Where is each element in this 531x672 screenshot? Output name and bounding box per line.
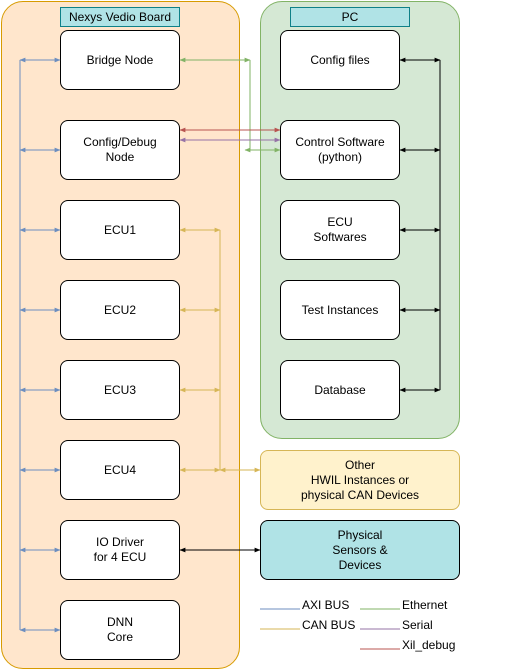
ecu-softwares-node[interactable]: ECU Softwares <box>280 200 400 260</box>
database-node[interactable]: Database <box>280 360 400 420</box>
physical-sensors-box[interactable]: Physical Sensors & Devices <box>260 520 460 580</box>
ecu4-node[interactable]: ECU4 <box>60 440 180 500</box>
pc-title: PC <box>290 7 410 27</box>
config-debug-node[interactable]: Config/Debug Node <box>60 120 180 180</box>
io-driver-node[interactable]: IO Driver for 4 ECU <box>60 520 180 580</box>
legend-xil-debug-label: Xil_debug <box>402 638 456 652</box>
dnn-core-node[interactable]: DNN Core <box>60 600 180 660</box>
board-title: Nexys Vedio Board <box>60 7 180 27</box>
ecu3-node[interactable]: ECU3 <box>60 360 180 420</box>
ecu1-node[interactable]: ECU1 <box>60 200 180 260</box>
test-instances-node[interactable]: Test Instances <box>280 280 400 340</box>
bridge-node[interactable]: Bridge Node <box>60 30 180 90</box>
legend-serial-label: Serial <box>402 618 433 632</box>
ecu2-node[interactable]: ECU2 <box>60 280 180 340</box>
legend-ethernet-label: Ethernet <box>402 598 448 612</box>
other-hwil-instances-box[interactable]: Other HWIL Instances or physical CAN Dev… <box>260 450 460 510</box>
legend-can-label: CAN BUS <box>302 618 356 632</box>
config-files-node[interactable]: Config files <box>280 30 400 90</box>
legend-axi-label: AXI BUS <box>302 598 350 612</box>
